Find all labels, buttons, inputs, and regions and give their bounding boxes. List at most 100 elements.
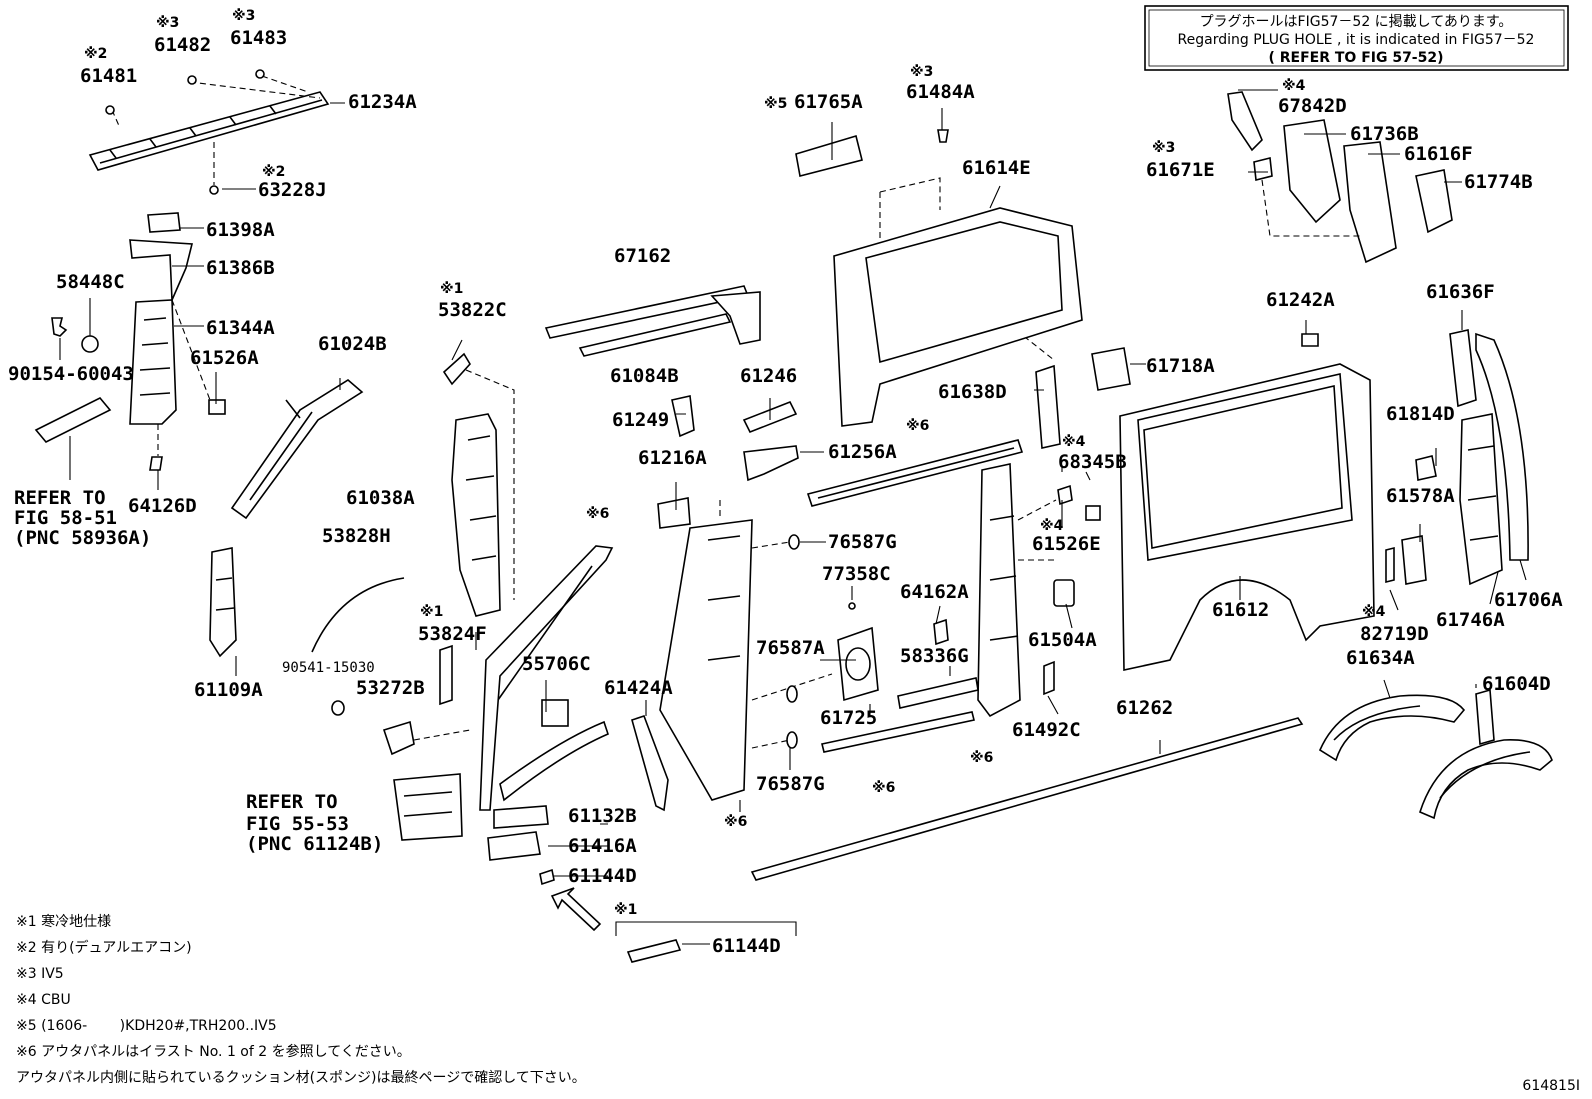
label-61262: 61262 <box>1116 697 1173 719</box>
label-61386b: 61386B <box>206 257 275 279</box>
part-middle-brackets <box>657 395 799 529</box>
part-61144d-bottom <box>615 921 797 963</box>
part-pillar-left-61344a <box>34 212 226 471</box>
part-labels: ※2 61481 ※3 61482 ※3 61483 61234A ※2 632… <box>8 8 1563 957</box>
label-64162a: 64162A <box>900 581 969 603</box>
label-61671e: 61671E <box>1146 159 1215 181</box>
label-61109a: 61109A <box>194 679 263 701</box>
label-67162: 67162 <box>614 245 671 267</box>
part-wheel-arch-61604d <box>1419 688 1553 820</box>
label-90541-15030: 90541-15030 <box>282 660 375 676</box>
mark-68345b: ※4 <box>1062 434 1086 450</box>
label-53272b: 53272B <box>356 677 425 699</box>
label-76587a: 76587A <box>756 637 825 659</box>
label-61144d-2: 61144D <box>712 935 781 957</box>
label-53824f: 53824F <box>418 623 487 645</box>
label-61484a: 61484A <box>906 81 975 103</box>
part-61612 <box>1119 363 1375 671</box>
part-front-lower-bits <box>331 644 471 756</box>
label-61234a: 61234A <box>348 91 417 113</box>
mark-61482: ※3 <box>156 15 179 31</box>
label-61604d: 61604D <box>1482 673 1551 695</box>
mark-61481: ※2 <box>84 46 107 62</box>
part-61765a <box>795 129 949 177</box>
label-90154-60043: 90154-60043 <box>8 363 134 385</box>
part-61614e <box>833 177 1083 427</box>
label-61614e: 61614E <box>962 157 1031 179</box>
part-61109a <box>209 547 237 658</box>
label-61636f: 61636F <box>1426 281 1495 303</box>
part-53828h <box>311 577 405 653</box>
label-61504a: 61504A <box>1028 629 1097 651</box>
label-61344a: 61344A <box>206 317 275 339</box>
mark-six-3: ※6 <box>724 814 747 830</box>
mark-67842d: ※4 <box>1282 78 1306 94</box>
mark-82719d: ※4 <box>1362 604 1386 620</box>
ref1-line-2: FIG 58-51 <box>14 507 117 529</box>
part-wheel-arch-61634a <box>1318 694 1466 762</box>
label-61398a: 61398A <box>206 219 275 241</box>
part-far-right-pillars <box>1385 329 1529 586</box>
label-61256a: 61256A <box>828 441 897 463</box>
label-53828h: 53828H <box>322 525 391 547</box>
part-61725 <box>837 626 879 702</box>
part-61038a <box>442 352 515 617</box>
label-61246: 61246 <box>740 365 797 387</box>
label-63228j: 63228J <box>258 179 327 201</box>
part-rear-cluster <box>1227 91 1453 264</box>
figure-id: 614815I <box>1522 1078 1580 1094</box>
label-58448c: 58448C <box>56 271 125 293</box>
reference-fig-55-53: REFER TO FIG 55-53 (PNC 61124B) <box>246 791 383 855</box>
label-61038a: 61038A <box>346 487 415 509</box>
label-64126d: 64126D <box>128 495 197 517</box>
info-line-3: ( REFER TO FIG 57-52) <box>1268 50 1443 66</box>
label-61526e: 61526E <box>1032 533 1101 555</box>
part-61242a-61718a <box>1091 333 1319 391</box>
mark-six-4: ※6 <box>872 780 895 796</box>
label-68345b: 68345B <box>1058 451 1127 473</box>
leader-lines <box>59 89 1527 945</box>
ref1-line-3: (PNC 58936A) <box>14 527 151 549</box>
label-61578a: 61578A <box>1386 485 1455 507</box>
mark-53824f: ※1 <box>420 604 443 620</box>
part-upper-rails <box>544 285 761 357</box>
label-61634a: 61634A <box>1346 647 1415 669</box>
ref2-line-1: REFER TO <box>246 791 338 813</box>
label-76587g-1: 76587G <box>828 531 897 553</box>
note-1: ※1 寒冷地仕様 <box>16 913 111 930</box>
label-61024b: 61024B <box>318 333 387 355</box>
label-55706c: 55706C <box>522 653 591 675</box>
label-61216a: 61216A <box>638 447 707 469</box>
label-61242a: 61242A <box>1266 289 1335 311</box>
label-61736b: 61736B <box>1350 123 1419 145</box>
ref2-line-3: (PNC 61124B) <box>246 833 383 855</box>
mark-six-2: ※6 <box>906 418 929 434</box>
grommets <box>786 534 856 749</box>
note-2: ※2 有り(デュアルエアコン) <box>16 939 192 956</box>
label-67842d: 67842D <box>1278 95 1347 117</box>
note-4: ※4 CBU <box>16 992 71 1008</box>
label-53822c: 53822C <box>438 299 507 321</box>
label-77358c: 77358C <box>822 563 891 585</box>
footnotes: ※1 寒冷地仕様 ※2 有り(デュアルエアコン) ※3 IV5 ※4 CBU ※… <box>16 913 586 1086</box>
mark-61526e: ※4 <box>1040 518 1064 534</box>
mark-six-1: ※6 <box>586 506 609 522</box>
label-61482: 61482 <box>154 34 211 56</box>
label-61774b: 61774B <box>1464 171 1533 193</box>
mark-53822c: ※1 <box>440 281 463 297</box>
six-marks: ※6 ※6 ※6 ※6 ※6 <box>586 418 993 830</box>
label-61746a: 61746A <box>1436 609 1505 631</box>
label-61132b: 61132B <box>568 805 637 827</box>
label-61638d: 61638D <box>938 381 1007 403</box>
label-61814d: 61814D <box>1386 403 1455 425</box>
ref1-line-1: REFER TO <box>14 487 106 509</box>
part-front-pillar <box>393 545 614 886</box>
label-61481: 61481 <box>80 65 137 87</box>
note-6: ※6 アウタパネルはイラスト No. 1 of 2 を参照してください。 <box>16 1043 411 1060</box>
mark-63228j: ※2 <box>262 164 285 180</box>
label-61725: 61725 <box>820 707 877 729</box>
mark-61484a: ※3 <box>910 64 933 80</box>
mark-61765a: ※5 <box>764 96 787 112</box>
label-61612: 61612 <box>1212 599 1269 621</box>
